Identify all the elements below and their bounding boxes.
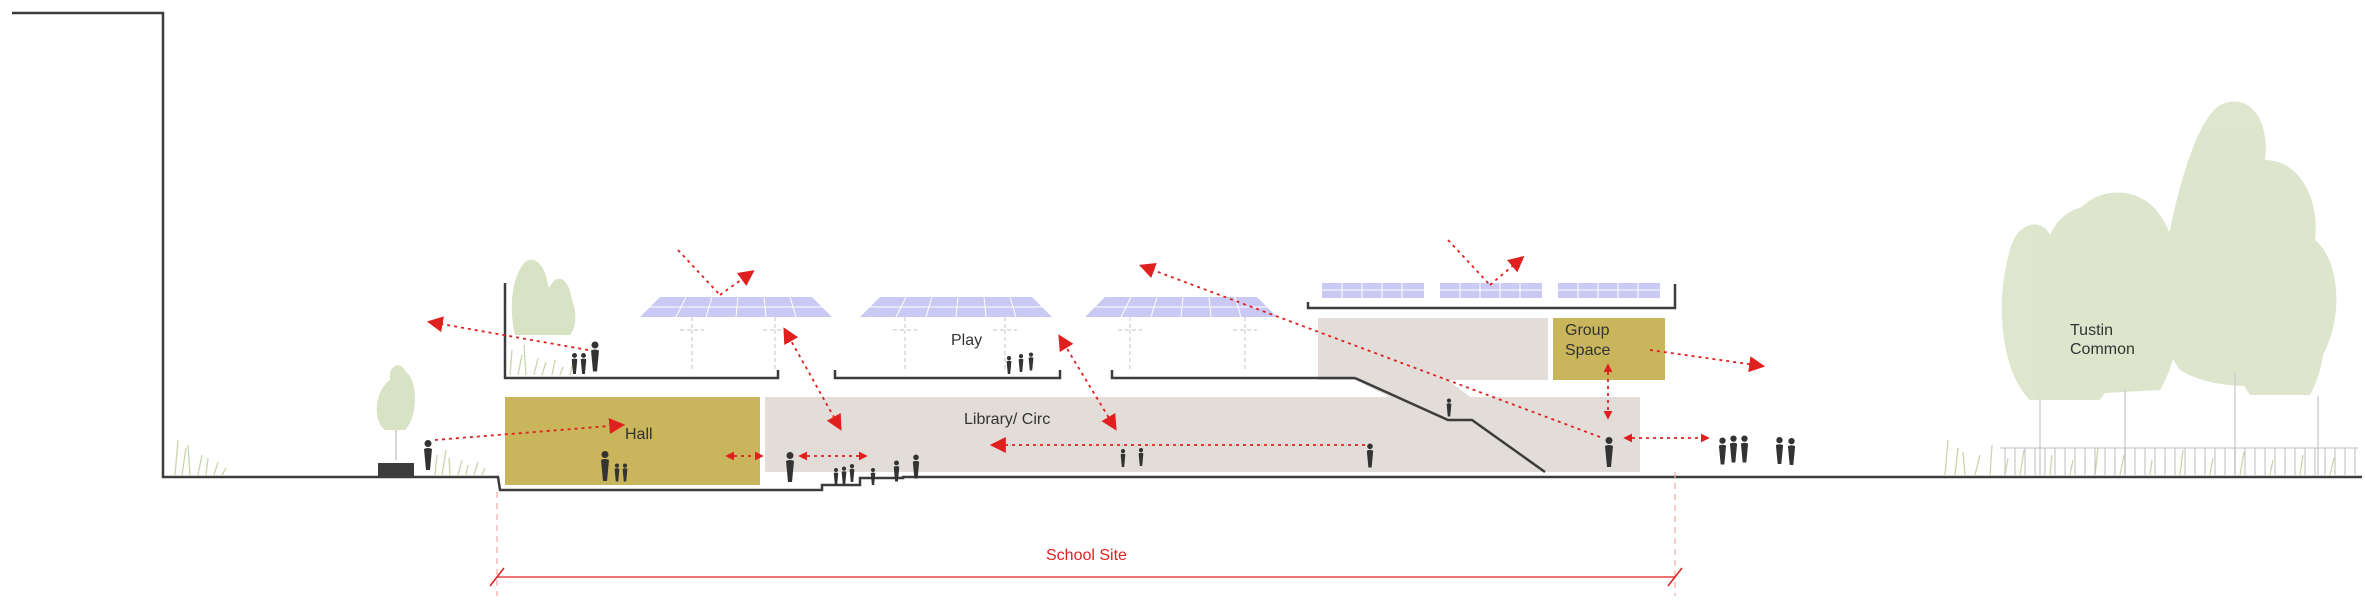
ramp-fill bbox=[1355, 380, 1640, 472]
flow-arrows bbox=[426, 239, 1766, 461]
person-figure-icon bbox=[571, 353, 578, 374]
person-figure-icon bbox=[1718, 437, 1727, 465]
small-trees-left bbox=[376, 259, 576, 460]
person-figure-icon bbox=[1018, 354, 1024, 372]
hall-label: Hall bbox=[625, 426, 653, 443]
flow-arrow-icon bbox=[1447, 239, 1491, 286]
person-figure-icon bbox=[912, 454, 920, 479]
person-figure-icon bbox=[841, 466, 847, 485]
person-figure-icon bbox=[1028, 352, 1034, 371]
flow-arrow-icon bbox=[1489, 255, 1525, 286]
flow-arrow-icon bbox=[783, 327, 842, 431]
group-space-label-line1: Group bbox=[1565, 322, 1610, 339]
left-wall bbox=[12, 11, 378, 479]
person-figure-icon bbox=[424, 440, 432, 470]
solar-panel-icon bbox=[1322, 283, 1660, 298]
play-label: Play bbox=[951, 332, 982, 349]
solar-panel-icon bbox=[860, 296, 1052, 372]
solar-panel-icon bbox=[1085, 296, 1277, 372]
flow-arrow-icon bbox=[1139, 262, 1601, 438]
fence bbox=[2000, 447, 2358, 475]
person-figure-icon bbox=[786, 452, 794, 482]
person-figure-icon bbox=[849, 464, 855, 482]
solar-panels bbox=[640, 283, 1660, 372]
tustin-common-label-line2: Common bbox=[2070, 341, 2135, 358]
tree-icon bbox=[511, 259, 553, 335]
person-figure-icon bbox=[1729, 435, 1738, 463]
person-figure-icon bbox=[833, 468, 839, 485]
tustin-common-label-line1: Tustin bbox=[2070, 322, 2113, 339]
bench bbox=[378, 463, 414, 477]
flow-arrow-icon bbox=[1649, 349, 1766, 373]
grass bbox=[174, 344, 2335, 476]
group-space-label-line2: Space bbox=[1565, 342, 1610, 359]
person-figure-icon bbox=[591, 341, 599, 372]
tree-icon bbox=[2051, 192, 2181, 395]
tustin-common-trees bbox=[2001, 101, 2337, 400]
tree-icon bbox=[2233, 248, 2325, 395]
person-figure-icon bbox=[1787, 438, 1796, 465]
upper-block bbox=[1318, 318, 1548, 380]
flow-arrow-icon bbox=[426, 316, 589, 351]
school-site-dimension bbox=[489, 472, 1683, 596]
play-deck-left bbox=[503, 283, 780, 380]
hall-space bbox=[505, 397, 760, 485]
tree-icon bbox=[543, 278, 576, 335]
building-outline bbox=[12, 11, 2362, 492]
ground-line bbox=[378, 475, 2362, 492]
building-fills bbox=[765, 318, 1640, 472]
ramp-line bbox=[1354, 376, 1546, 474]
flow-arrow-icon bbox=[719, 270, 755, 296]
person-figure-icon bbox=[870, 468, 876, 485]
flow-arrow-icon bbox=[677, 249, 721, 296]
school-site-label: School Site bbox=[1046, 547, 1127, 564]
person-figure-icon bbox=[1006, 356, 1012, 374]
person-figure-icon bbox=[580, 353, 587, 374]
person-figure-icon bbox=[1775, 437, 1784, 464]
solar-panel-icon bbox=[640, 296, 832, 372]
person-figure-icon bbox=[1740, 435, 1749, 463]
library-label: Library/ Circ bbox=[964, 411, 1050, 428]
tree-icon bbox=[376, 365, 415, 430]
labels: Hall Play Library/ Circ Group Space Tust… bbox=[625, 322, 2135, 564]
flow-arrow-icon bbox=[434, 418, 626, 441]
play-deck-mid bbox=[833, 370, 1062, 380]
upper-roof bbox=[1306, 284, 1677, 310]
